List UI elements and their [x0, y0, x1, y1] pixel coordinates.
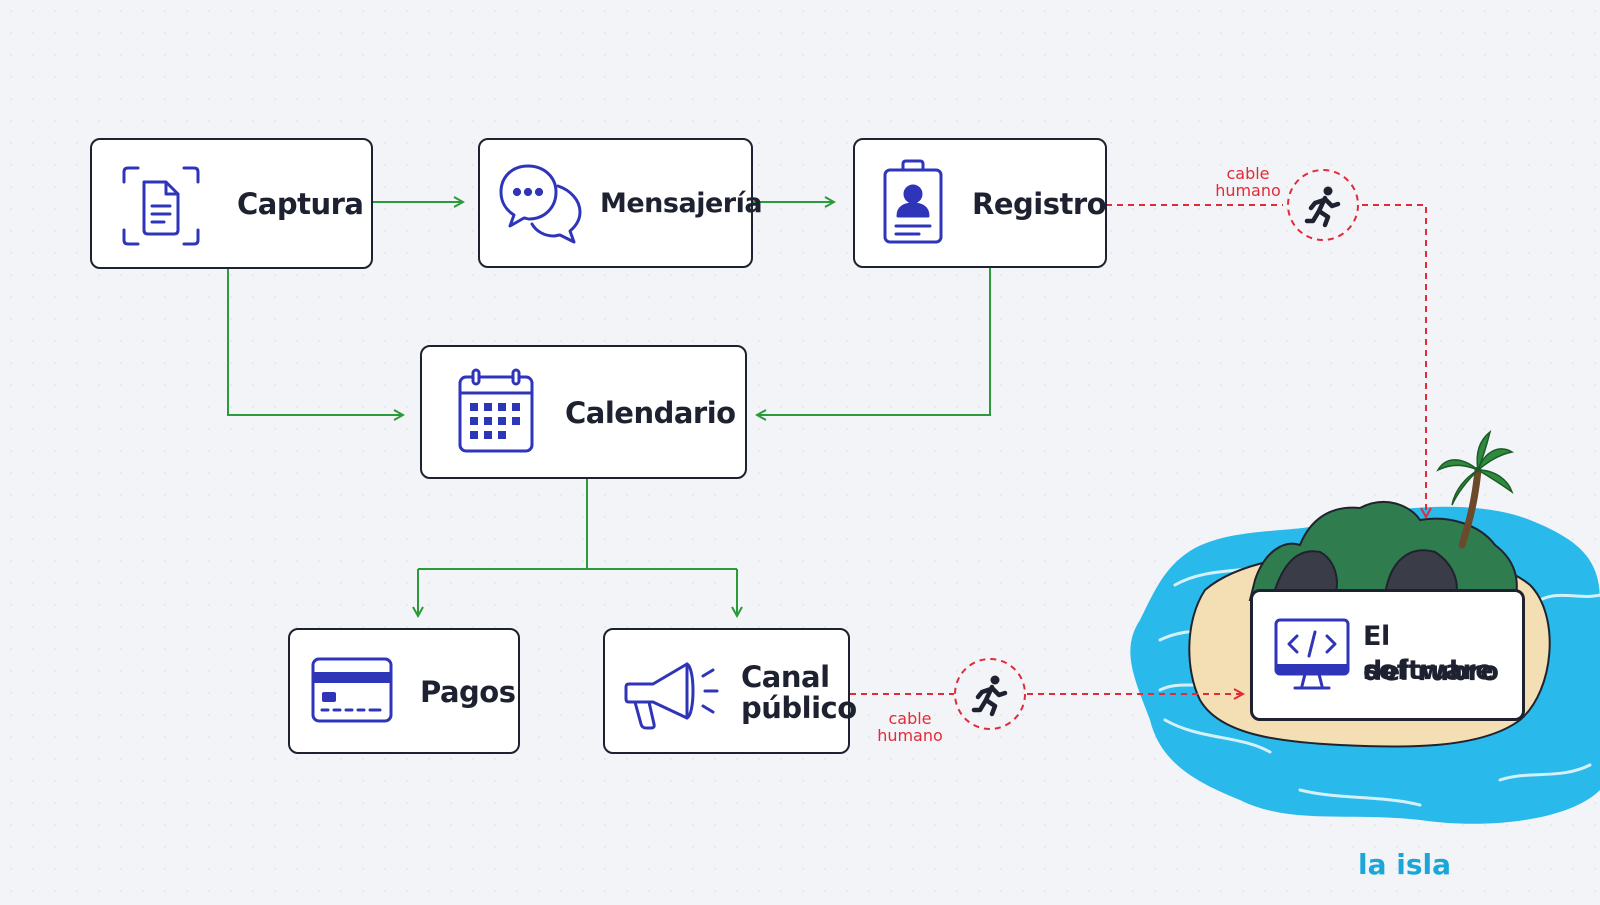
- node-registro: Registro: [853, 138, 1107, 268]
- tag-line: cable: [1226, 164, 1270, 183]
- node-label: Registro: [972, 187, 1107, 221]
- chat-bubbles-icon: [499, 164, 582, 244]
- node-captura: Captura: [90, 138, 373, 269]
- tag-line: cable: [888, 709, 932, 728]
- node-el-software-del-rubro: El software del rubro: [1250, 589, 1525, 721]
- node-label: Pagos: [420, 675, 516, 709]
- megaphone-icon: [624, 662, 719, 730]
- flow-arrows: [227, 202, 991, 616]
- tag-line: humano: [877, 726, 943, 745]
- code-monitor-icon: [1274, 618, 1350, 690]
- running-person-icon: [1304, 186, 1341, 228]
- node-label-line2: público: [741, 691, 857, 725]
- cable-humano-label-top: cable humano: [1208, 165, 1288, 199]
- node-mensajeria: Mensajería: [478, 138, 763, 268]
- node-pagos: Pagos: [288, 628, 520, 754]
- id-badge-icon: [883, 159, 943, 244]
- node-label: Calendario: [565, 396, 736, 430]
- node-label: Mensajería: [600, 188, 763, 219]
- arrow-captura-to-calendario: [227, 268, 403, 415]
- node-label: Captura: [237, 187, 364, 221]
- node-label-line1: El software: [1363, 621, 1494, 686]
- credit-card-icon: [311, 657, 393, 723]
- cable-humano-label-bottom: cable humano: [870, 710, 950, 744]
- node-canal-publico: Canal público: [603, 628, 857, 754]
- running-person-icon: [971, 675, 1008, 717]
- palm-leaves: [1436, 430, 1515, 506]
- arrow-registro-to-calendario: [757, 266, 991, 415]
- calendar-icon: [458, 368, 534, 453]
- node-calendario: Calendario: [420, 345, 747, 479]
- node-label-line1: Canal: [741, 660, 830, 694]
- runner-circle-bottom: [954, 658, 1026, 730]
- document-scan-icon: [122, 166, 200, 246]
- human-cables: [850, 169, 1426, 730]
- runner-circle-top: [1287, 169, 1359, 241]
- island-label: la isla: [1358, 848, 1451, 881]
- palm-trunk: [1458, 466, 1482, 549]
- node-label-line2: del rubro: [1363, 656, 1499, 687]
- tag-line: humano: [1215, 181, 1281, 200]
- cable-registro-to-software: [1362, 204, 1426, 517]
